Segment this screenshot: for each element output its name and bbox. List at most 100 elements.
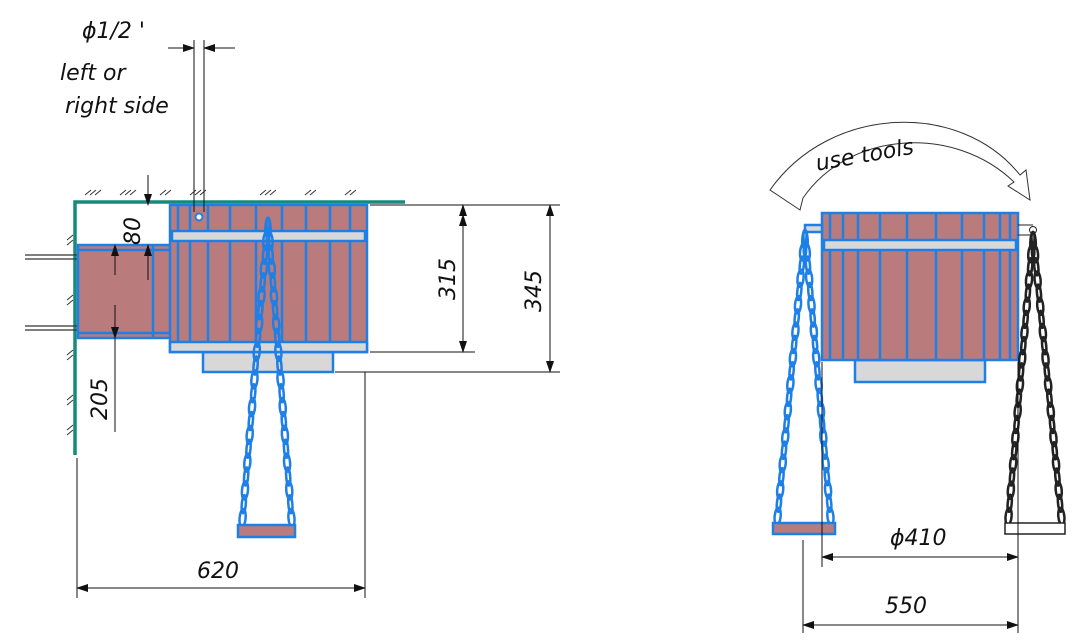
- chain-link: [1006, 480, 1016, 500]
- chain-link: [245, 424, 255, 446]
- chain-link: [780, 427, 790, 447]
- chain-link: [1026, 257, 1034, 277]
- chain-link: [240, 493, 248, 515]
- rotate-arrow: [769, 121, 1031, 211]
- chain-link: [814, 361, 821, 381]
- chain-link: [1024, 283, 1032, 303]
- chain-link: [1048, 414, 1056, 435]
- chain-link: [1030, 230, 1038, 251]
- chain-link: [1017, 349, 1027, 369]
- dim-80: 80: [121, 217, 146, 245]
- chain-link: [793, 308, 801, 328]
- swing-seat: [236, 523, 297, 539]
- chain-link: [1022, 296, 1032, 317]
- chain-link: [252, 355, 259, 376]
- chain-link: [793, 294, 803, 315]
- chain-link: [265, 230, 274, 252]
- chain-link: [804, 268, 814, 289]
- chain-link: [775, 493, 783, 514]
- chain-link: [790, 334, 798, 355]
- chain-link: [1054, 480, 1064, 500]
- chain-link: [1024, 270, 1034, 290]
- chain-link: [1032, 257, 1040, 277]
- chain-link: [1051, 454, 1061, 474]
- chain-link: [821, 453, 831, 474]
- chain-link: [823, 466, 831, 487]
- chain-link: [1008, 467, 1016, 487]
- chain-link: [1041, 349, 1050, 369]
- chain-link: [259, 272, 267, 293]
- chain-link: [788, 347, 798, 368]
- chain-link: [802, 228, 809, 249]
- chain-link: [273, 327, 281, 349]
- chain-link: [1006, 493, 1014, 514]
- chain-link: [284, 480, 294, 501]
- dim-205: 205: [88, 378, 113, 420]
- chain-link: [1046, 388, 1053, 408]
- chain-link: [252, 341, 262, 362]
- chain-link: [1013, 414, 1020, 435]
- chain-link: [269, 285, 279, 307]
- chain-link: [271, 313, 281, 335]
- chain-link: [247, 410, 255, 432]
- chain-link: [1035, 296, 1045, 317]
- chain-link: [269, 272, 277, 293]
- chain-link: [1017, 362, 1025, 382]
- chain-link: [1035, 283, 1043, 303]
- front-view: use tools ϕ410 550: [769, 121, 1066, 633]
- chain-link: [804, 255, 812, 275]
- side-view: ϕ1/2 ' left or right side 80 205 315 345…: [25, 19, 560, 598]
- chain-link: [257, 285, 266, 307]
- side-note-line2: right side: [65, 94, 169, 119]
- chain-link: [775, 480, 785, 500]
- barrel-front: [803, 211, 1037, 384]
- chain-link: [267, 258, 277, 279]
- chain-link: [1046, 401, 1056, 422]
- chain-link: [1043, 375, 1053, 395]
- chain-link: [1043, 362, 1051, 382]
- chain-link: [818, 427, 828, 447]
- chain-link: [1015, 375, 1025, 395]
- swing-chain-alternate: [1004, 230, 1066, 527]
- chain-link: [795, 281, 803, 302]
- chain-link: [1038, 322, 1048, 343]
- chain-link: [1053, 467, 1061, 487]
- chain-link: [271, 299, 279, 321]
- dim-315: 315: [436, 258, 461, 300]
- chain-link: [282, 438, 290, 460]
- chain-link: [796, 268, 805, 289]
- chain-link: [242, 466, 250, 487]
- wall-bolts: [25, 254, 78, 331]
- chain-link: [788, 361, 796, 381]
- chain-link: [791, 321, 800, 342]
- chain-link: [786, 374, 795, 394]
- chain-link: [1038, 309, 1045, 330]
- chain-link: [783, 400, 793, 421]
- chain-link: [276, 369, 285, 390]
- chain-link: [249, 383, 257, 404]
- chain-link: [1008, 454, 1018, 474]
- dim-620: 620: [197, 559, 239, 584]
- chain-link: [823, 480, 833, 500]
- chain-link: [259, 258, 269, 279]
- chain-link: [798, 255, 806, 275]
- chain-link: [254, 313, 264, 335]
- chain-link: [280, 410, 288, 432]
- chain-link: [1030, 243, 1040, 264]
- chain-link: [247, 396, 257, 418]
- chain-link: [780, 440, 788, 461]
- chain-link: [1033, 270, 1042, 290]
- chain-link: [261, 244, 269, 265]
- chain-link: [1010, 440, 1018, 461]
- chain-link: [274, 341, 283, 362]
- chain-link: [282, 452, 292, 473]
- swing-seat-alternate: [1004, 522, 1066, 535]
- swing-chain-mounted: [773, 228, 835, 527]
- pipe: [168, 40, 235, 222]
- dimensions-side: [76, 175, 560, 598]
- chain-link: [802, 241, 812, 262]
- chain-link: [1019, 335, 1027, 356]
- chain-link: [811, 334, 819, 355]
